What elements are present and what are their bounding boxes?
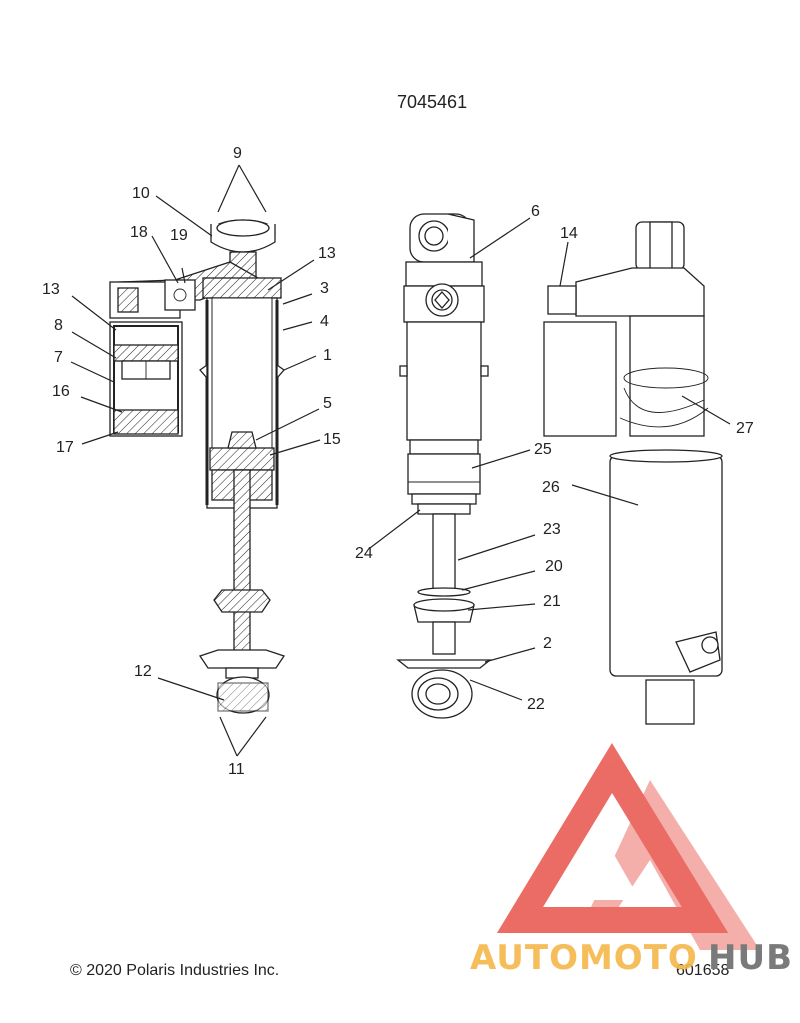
callout-9: 9 xyxy=(233,145,242,162)
callout-14: 14 xyxy=(560,225,578,242)
cutaway-shock xyxy=(70,164,321,757)
callout-11: 11 xyxy=(228,761,245,778)
callout-6: 6 xyxy=(531,203,540,220)
callout-13b: 13 xyxy=(42,281,60,298)
callout-1: 1 xyxy=(323,347,332,364)
drawing-number: 601658 xyxy=(676,962,730,979)
callout-10: 10 xyxy=(132,185,150,202)
callout-21: 21 xyxy=(543,593,561,610)
callout-27: 27 xyxy=(736,420,754,437)
callout-13a: 13 xyxy=(318,245,336,262)
callout-18: 18 xyxy=(130,224,148,241)
callout-4: 4 xyxy=(320,313,329,330)
callout-22: 22 xyxy=(527,696,545,713)
shock-with-spring xyxy=(543,221,731,725)
callout-2: 2 xyxy=(543,635,552,652)
callout-12: 12 xyxy=(134,663,152,680)
callout-24: 24 xyxy=(355,545,373,562)
callout-26: 26 xyxy=(542,479,560,496)
watermark-logo-mark xyxy=(496,742,760,950)
watermark-brand-part1: AUTOMOTO xyxy=(470,938,698,978)
callout-20: 20 xyxy=(545,558,563,575)
callout-labels: 9 10 18 19 13 3 4 1 5 15 13 8 7 16 17 12… xyxy=(42,145,754,778)
callout-23: 23 xyxy=(543,521,561,538)
callout-16: 16 xyxy=(52,383,70,400)
callout-19: 19 xyxy=(170,227,188,244)
callout-15: 15 xyxy=(323,431,341,448)
copyright-text: © 2020 Polaris Industries Inc. xyxy=(70,962,280,979)
watermark-brand-part2: HUB xyxy=(708,938,793,978)
callout-3: 3 xyxy=(320,280,329,297)
shock-exterior xyxy=(369,213,536,719)
callout-7: 7 xyxy=(54,349,63,366)
callout-17: 17 xyxy=(56,439,74,456)
callout-25: 25 xyxy=(534,441,552,458)
callout-5: 5 xyxy=(323,395,332,412)
part-number: 7045461 xyxy=(397,92,468,112)
callout-8: 8 xyxy=(54,317,63,334)
